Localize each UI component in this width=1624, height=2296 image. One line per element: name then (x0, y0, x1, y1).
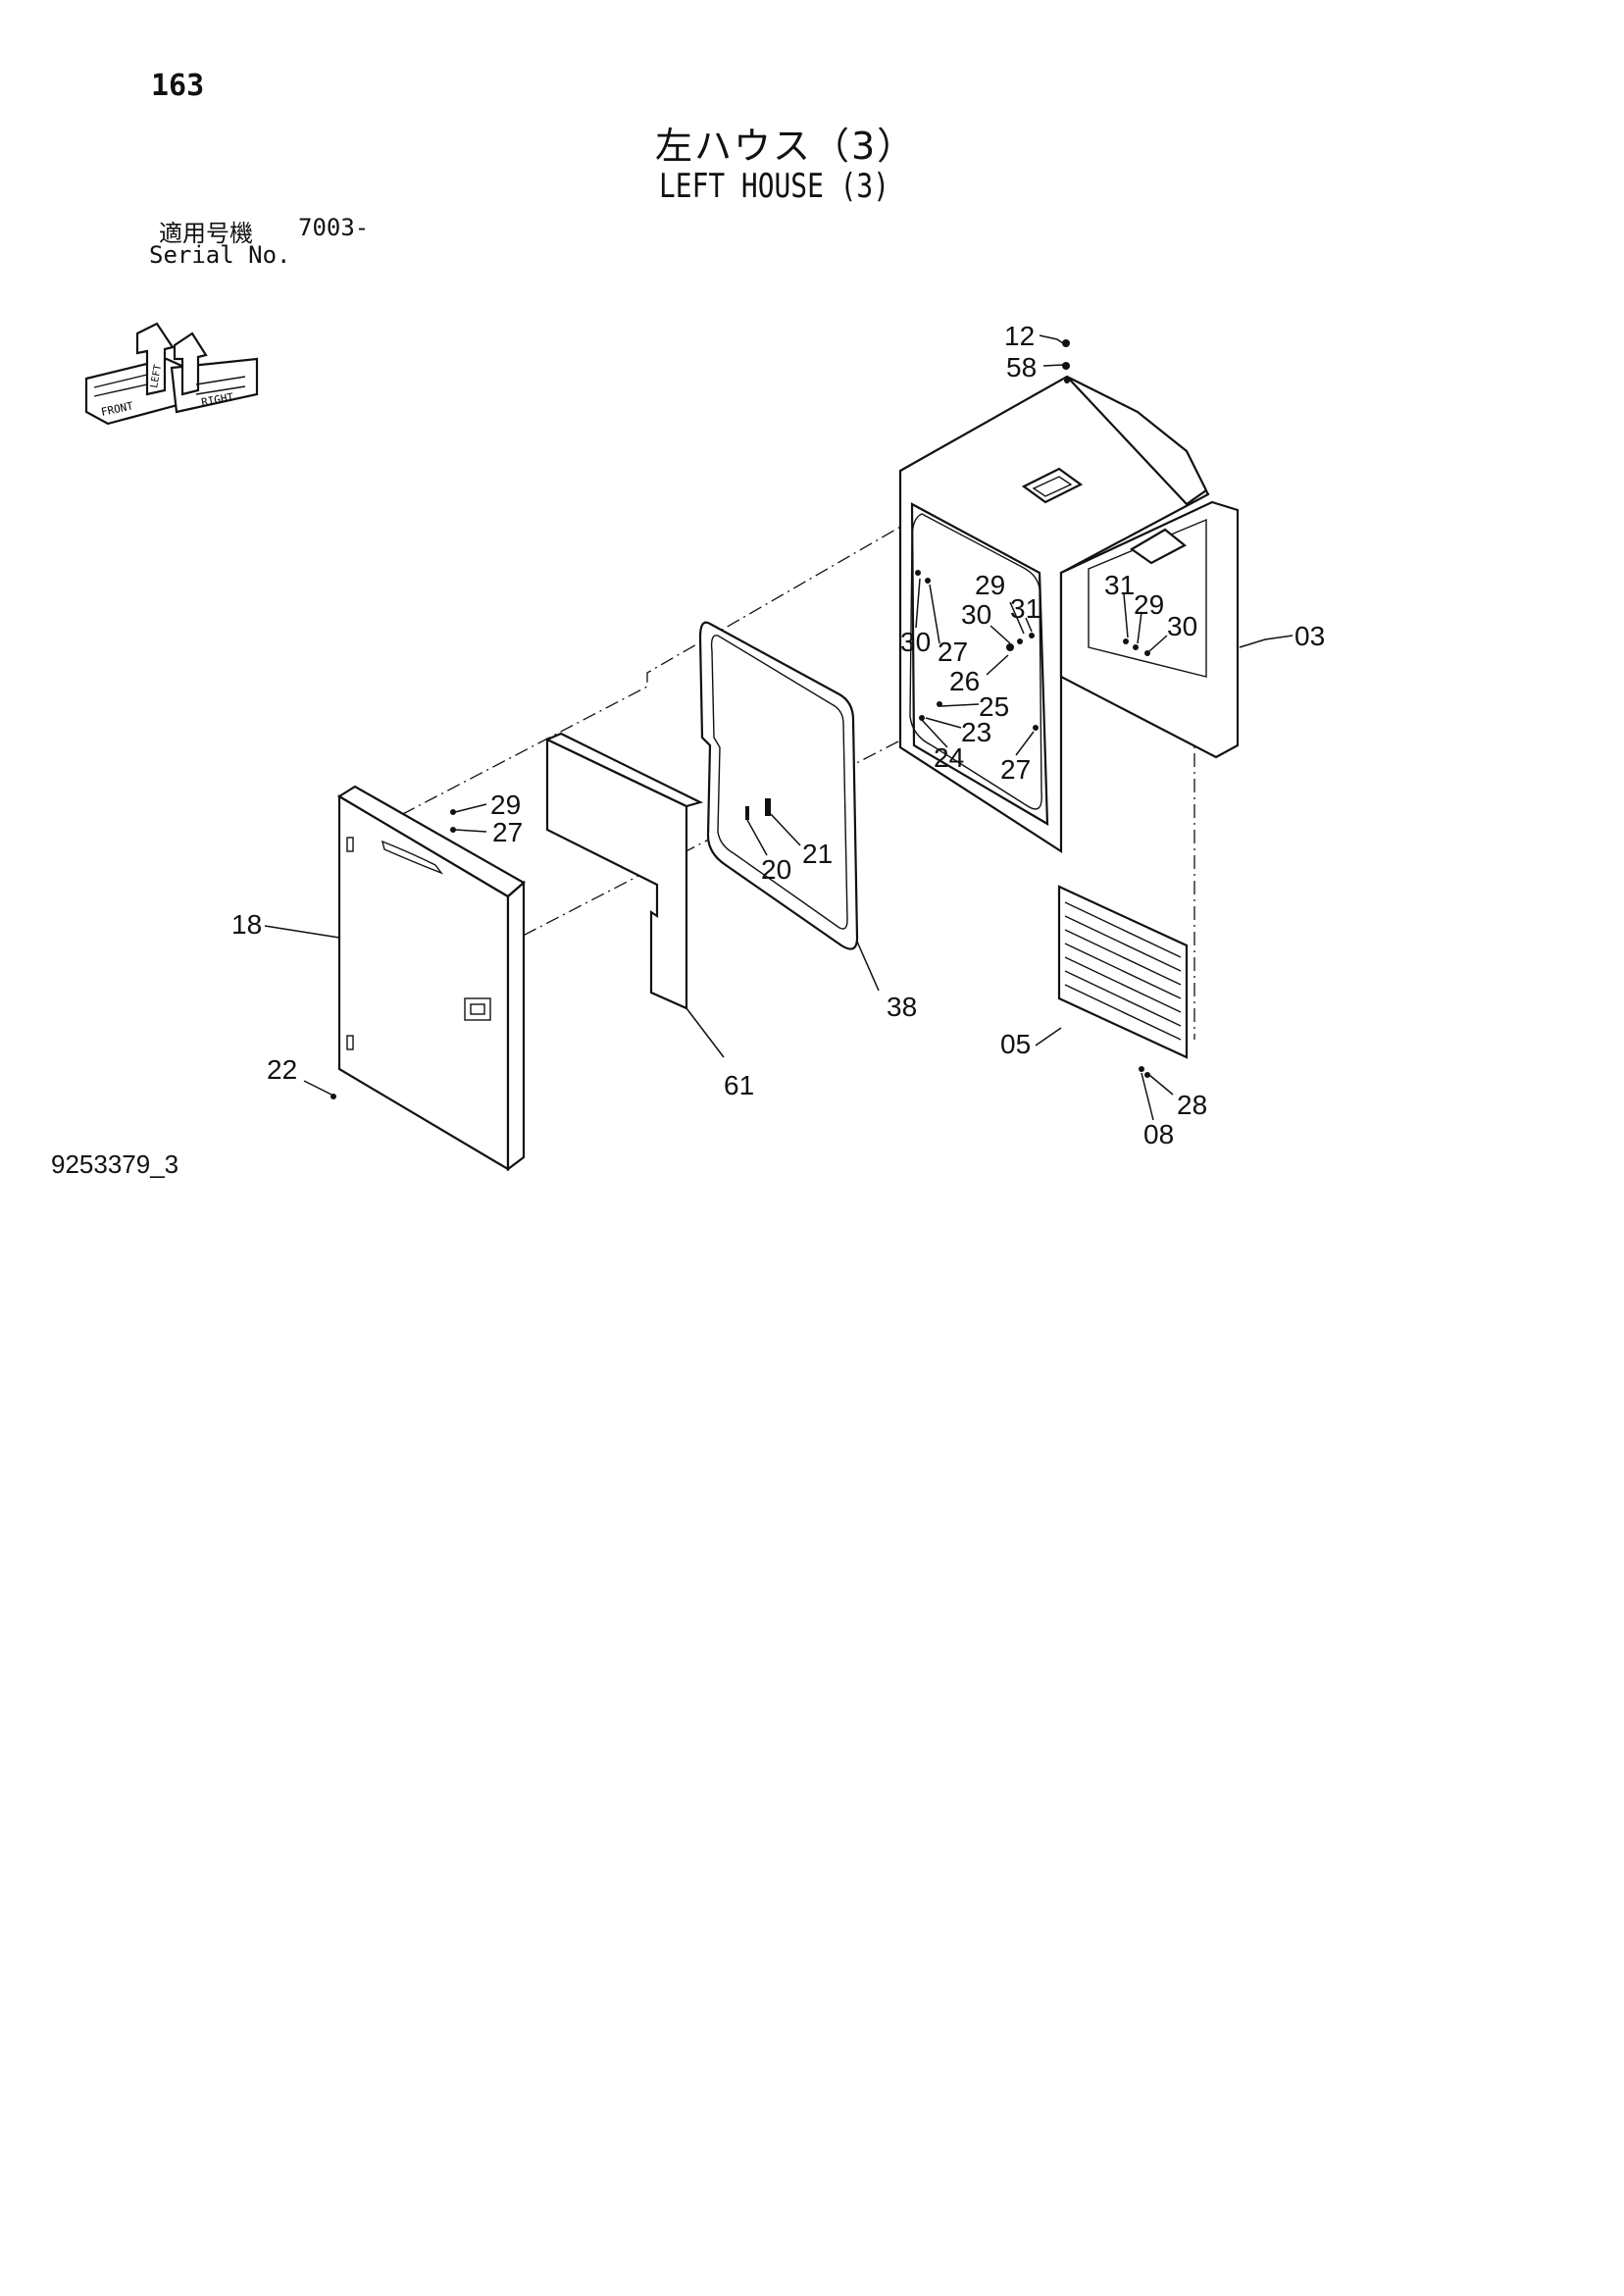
insulation-panel (544, 732, 704, 1010)
callout-27: 27 (1000, 754, 1031, 785)
serial-label-english: Serial No. (149, 241, 291, 269)
callout-30: 30 (900, 627, 931, 657)
callout-08: 08 (1143, 1119, 1174, 1149)
callout-23: 23 (961, 717, 991, 747)
callout-numbers: 12 58 03 29 30 31 30 27 26 25 23 24 27 3… (231, 321, 1325, 1149)
callout-61: 61 (724, 1070, 754, 1100)
callout-29: 29 (490, 790, 521, 820)
callout-05: 05 (1000, 1029, 1031, 1059)
callout-29: 29 (1134, 589, 1164, 620)
callout-22: 22 (267, 1054, 297, 1085)
callout-31: 31 (1010, 593, 1040, 624)
callout-25: 25 (979, 691, 1009, 722)
louver-grille (1057, 885, 1189, 1059)
callout-30: 30 (961, 599, 991, 630)
door-seal (698, 621, 859, 950)
page-title-english: LEFT HOUSE (3) (659, 167, 889, 206)
page-number: 163 (151, 69, 205, 103)
side-door (336, 785, 526, 1172)
callout-31: 31 (1104, 570, 1135, 600)
callout-12: 12 (1004, 321, 1035, 351)
left-house-frame (898, 375, 1240, 854)
callout-21: 21 (802, 839, 833, 869)
callout-18: 18 (231, 909, 262, 940)
callout-29: 29 (975, 570, 1005, 600)
drawing-number: 9253379_3 (51, 1149, 179, 1179)
callout-27: 27 (492, 817, 523, 847)
callout-27: 27 (938, 637, 968, 667)
callout-24: 24 (934, 742, 964, 773)
orientation-label-left: LEFT (149, 364, 164, 389)
callout-26: 26 (949, 666, 980, 696)
leader-lines (264, 334, 1294, 1121)
serial-label-japanese: 適用号機 (159, 220, 253, 247)
callout-28: 28 (1177, 1090, 1207, 1120)
direction-arrows-icon: FRONT LEFT RIGHT (84, 322, 259, 426)
fastener-dots (330, 339, 1150, 1099)
callout-30: 30 (1167, 611, 1197, 641)
orientation-label-right: RIGHT (200, 390, 234, 409)
callout-38: 38 (887, 992, 917, 1022)
page-title-japanese: 左ハウス（3） (655, 125, 917, 168)
callout-58: 58 (1006, 352, 1037, 383)
serial-number-value: 7003- (298, 214, 370, 241)
callout-20: 20 (761, 854, 791, 885)
callout-03: 03 (1294, 621, 1325, 651)
